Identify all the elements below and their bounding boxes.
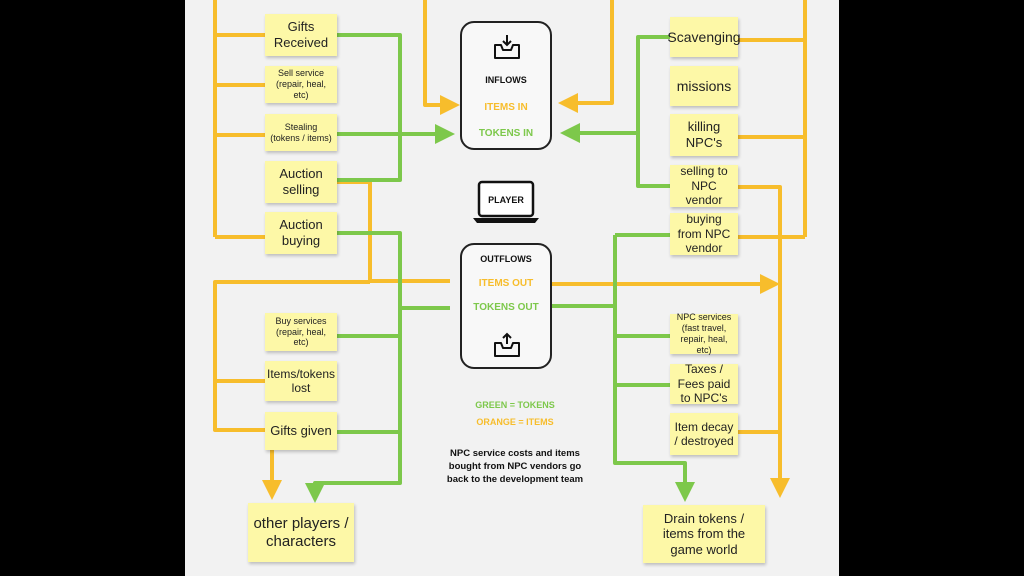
wire-items-in-right	[558, 0, 614, 113]
tokens-out-label: TOKENS OUT	[473, 302, 539, 313]
outbox-upload-icon	[494, 332, 520, 357]
wire-items-in-left	[423, 0, 460, 115]
wire-auction-buying-tokens	[337, 231, 450, 310]
flow-diagram: Gifts Received Sell service (repair, hea…	[185, 0, 839, 576]
note-items-tokens-lost: Items/tokens lost	[265, 361, 337, 401]
wire-right-tokens-bus	[636, 35, 670, 188]
wire-items-to-players	[213, 280, 370, 500]
note-gifts-received: Gifts Received	[265, 14, 337, 56]
note-buy-services: Buy services (repair, heal, etc)	[265, 313, 337, 351]
player-laptop: PLAYER	[471, 179, 541, 225]
note-item-decay: Item decay / destroyed	[670, 413, 738, 455]
note-auction-buying: Auction buying	[265, 212, 337, 254]
wire-left-tokens-bus	[337, 33, 402, 182]
note-npc-services: NPC services (fast travel, repair, heal,…	[670, 312, 738, 355]
connector-lines	[213, 0, 807, 576]
inflows-box: INFLOWS ITEMS IN TOKENS IN	[460, 21, 552, 150]
note-sell-service: Sell service (repair, heal, etc)	[265, 66, 337, 103]
tokens-in-label: TOKENS IN	[478, 128, 534, 139]
note-taxes-fees: Taxes / Fees paid to NPC's	[670, 362, 738, 405]
player-label: PLAYER	[488, 195, 524, 205]
legend-green: GREEN = TOKENS	[475, 400, 555, 410]
laptop-icon	[473, 180, 539, 223]
note-other-players: other players / characters	[248, 503, 354, 562]
items-out-label: ITEMS OUT	[478, 278, 534, 289]
outflows-title: OUTFLOWS	[480, 254, 532, 264]
items-in-label: ITEMS IN	[484, 102, 528, 113]
note-missions: missions	[670, 66, 738, 106]
inbox-download-icon	[494, 35, 520, 59]
note-gifts-given: Gifts given	[265, 412, 337, 450]
outflows-box: OUTFLOWS ITEMS OUT TOKENS OUT	[460, 243, 552, 369]
note-buying-from-npc-vendor: buying from NPC vendor	[670, 212, 738, 255]
note-scavenging: Scavenging	[667, 17, 741, 57]
wire-selling-vendor-items	[738, 185, 790, 498]
note-drain: Drain tokens / items from the game world	[643, 505, 765, 563]
note-selling-to-npc-vendor: selling to NPC vendor	[670, 164, 738, 207]
legend-orange: ORANGE = ITEMS	[476, 417, 554, 427]
wire-tokens-to-players	[305, 308, 402, 503]
npc-cost-caption: NPC service costs and items bought from …	[446, 448, 584, 485]
wire-tokens-out-bus	[613, 233, 685, 492]
note-stealing: Stealing (tokens / items)	[265, 114, 337, 151]
inflows-title: INFLOWS	[485, 75, 527, 85]
note-killing-npcs: killing NPC's	[670, 114, 738, 156]
note-auction-selling: Auction selling	[265, 161, 337, 203]
